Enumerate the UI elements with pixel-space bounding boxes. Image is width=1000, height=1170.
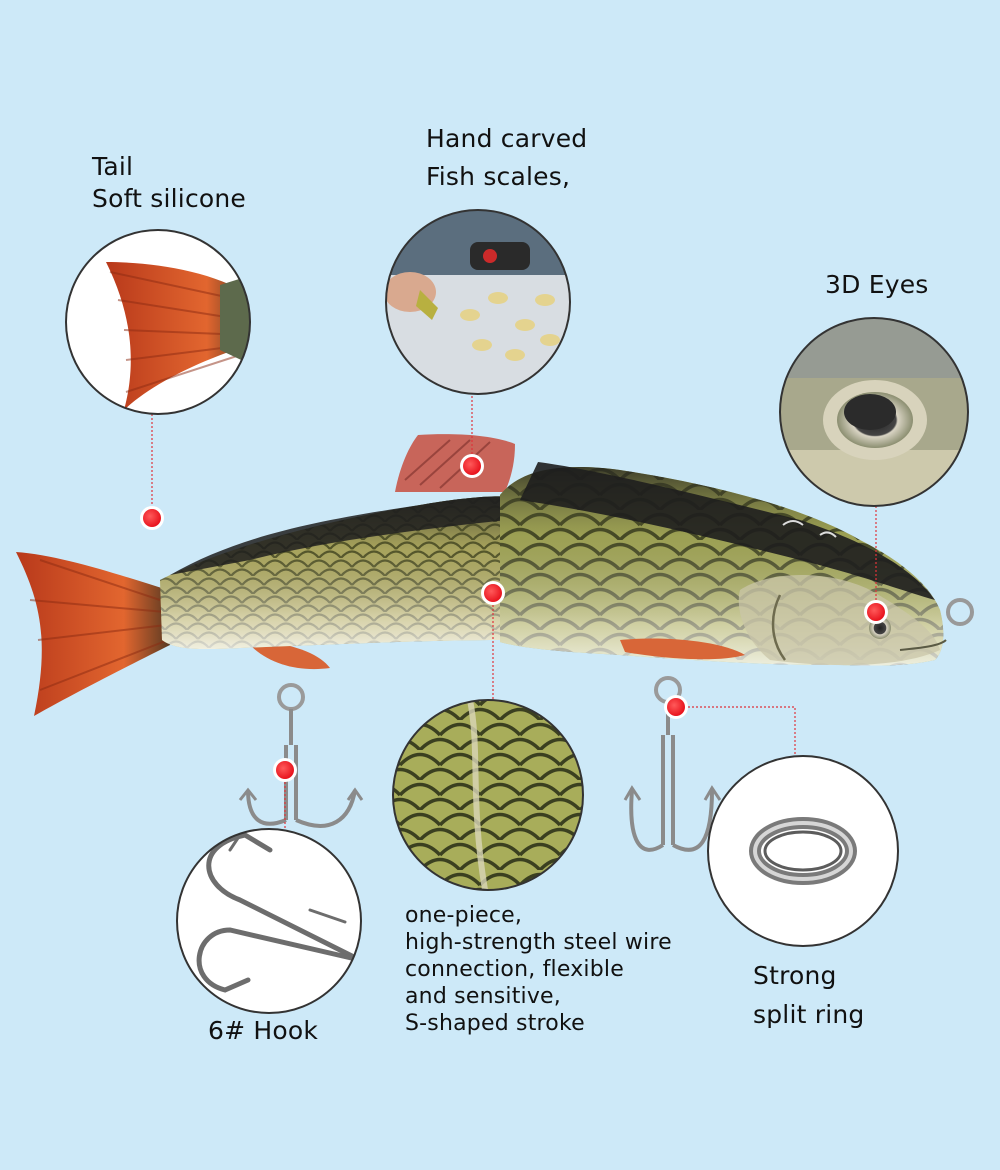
hook-label: 6# Hook [208,1015,318,1047]
joint-label-line4: and sensitive, [405,984,561,1009]
carving-detail-icon [385,209,571,395]
tail-detail-icon [65,229,251,415]
ring-label: Strong split ring [753,956,864,1034]
eyes-label: 3D Eyes [825,269,929,301]
eye-detail-icon [779,317,969,507]
eyes-label-line1: 3D Eyes [825,270,929,299]
joint-label: one-piece, high-strength steel wire conn… [405,902,672,1037]
scales-label: Hand carved Fish scales, [426,120,587,196]
tail-label-line2: Soft silicone [92,184,247,213]
joint-label-line5: S-shaped stroke [405,1011,585,1036]
scales-label-line1: Hand carved [426,124,588,153]
joint-label-line3: connection, flexible [405,957,624,982]
scale-joint-detail-icon [392,699,584,891]
treble-hook-icon [176,828,362,1014]
scales-label-line2: Fish scales, [426,162,571,191]
ring-label-line1: Strong [753,961,837,990]
ring-label-line2: split ring [753,1000,865,1029]
joint-label-line2: high-strength steel wire [405,930,672,955]
tail-label: Tail Soft silicone [92,151,246,215]
joint-label-line1: one-piece, [405,903,523,928]
markers [140,454,888,782]
split-ring-icon [707,755,899,947]
hook-label-line1: 6# Hook [208,1016,319,1045]
tail-label-line1: Tail [92,152,134,181]
